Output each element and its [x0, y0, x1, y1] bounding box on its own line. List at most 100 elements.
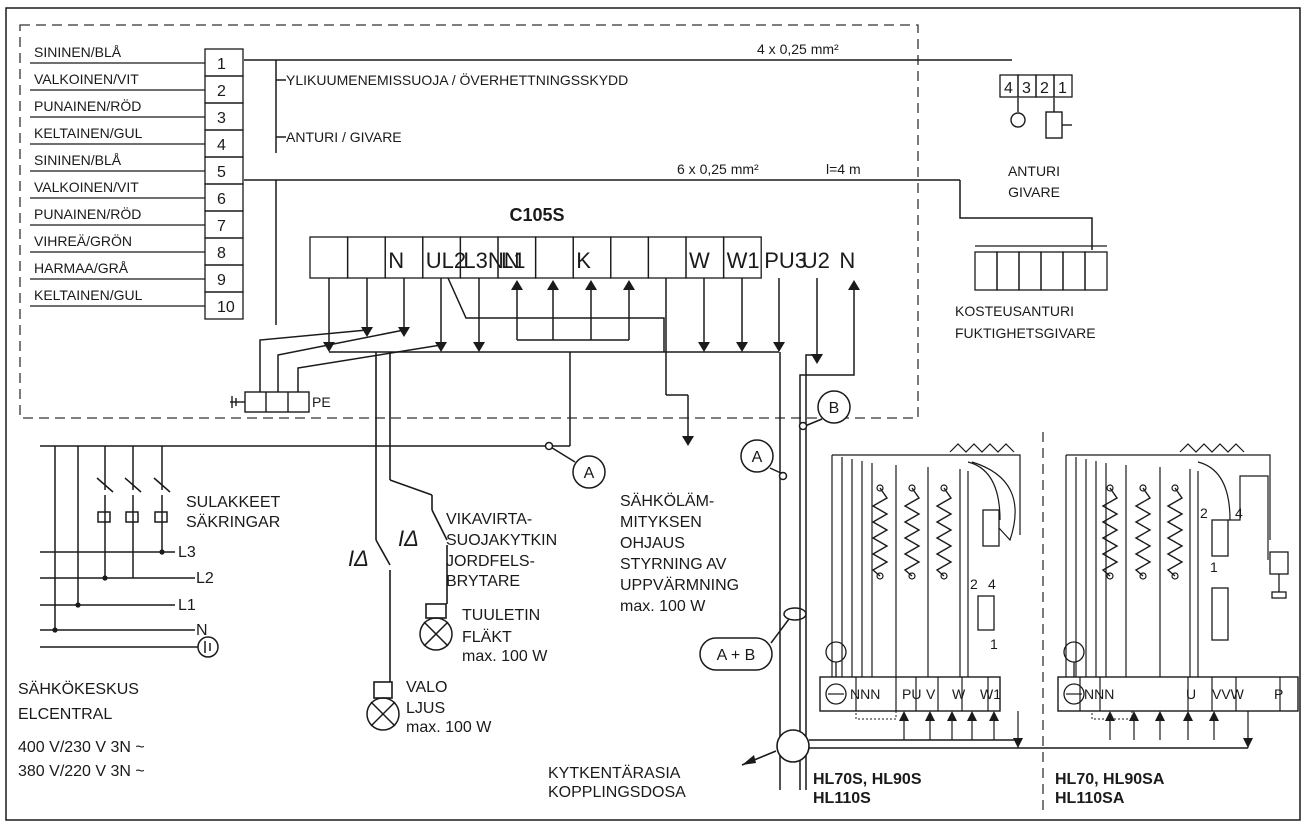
heater-terminal: PU — [902, 686, 921, 702]
arrow-up — [623, 280, 635, 290]
arrow-up — [547, 280, 559, 290]
heater-terminal: V — [926, 686, 936, 702]
controller-terminal: N — [839, 248, 855, 273]
heating-label-5: UPPVÄRMNING — [620, 576, 739, 594]
main-supply — [40, 352, 571, 658]
thermo-2-pin-2: 2 — [1200, 505, 1208, 521]
voltage-label-1: 400 V/230 V 3N ~ — [18, 739, 145, 756]
arrow-down — [773, 342, 785, 352]
rcd-label-2: SUOJAKYTKIN — [446, 532, 557, 549]
fuses-label-1: SULAKKEET — [186, 494, 280, 511]
arrow-down — [361, 327, 373, 337]
voltage-label-2: 380 V/220 V 3N ~ — [18, 763, 145, 780]
thermo-1-pin-4: 4 — [988, 576, 996, 592]
wire-number: 7 — [217, 218, 226, 235]
sensor-caption-1: ANTURI — [1008, 163, 1060, 179]
junction-box — [741, 729, 1248, 766]
markers — [544, 390, 851, 671]
humidity-label-2: FUKTIGHETSGIVARE — [955, 325, 1096, 341]
controller-title: C105S — [509, 205, 564, 225]
thermo-1-pin-2: 2 — [970, 576, 978, 592]
heating-label-2: MITYKSEN — [620, 514, 702, 531]
controller-terminal: PU3 — [764, 248, 807, 273]
jb-label-1: KYTKENTÄRASIA — [548, 764, 681, 782]
controller-terminal: N — [388, 248, 404, 273]
wire-row: VIHREÄ/GRÖN 8 — [30, 232, 244, 266]
marker-b: B — [829, 400, 840, 417]
sensor-pin: 2 — [1040, 80, 1049, 97]
wire-number: 1 — [217, 56, 226, 73]
heater1-name-1: HL70S, HL90S — [813, 771, 922, 788]
controller-terminal: L3NN — [463, 248, 519, 273]
controller-terminal: K — [576, 248, 591, 273]
wire-color-label: KELTAINEN/GUL — [34, 125, 143, 141]
heating-label-1: SÄHKÖLÄM- — [620, 492, 714, 510]
arrow-down — [435, 342, 447, 352]
jb-label-2: KOPPLINGSDOSA — [548, 784, 686, 801]
arrow-down — [323, 342, 335, 352]
phase-n: N — [196, 622, 208, 639]
wire-number: 3 — [217, 110, 226, 127]
wire-color-label: SININEN/BLÅ — [34, 152, 122, 168]
phase-l2: L2 — [196, 570, 214, 587]
light-label-3: max. 100 W — [406, 719, 492, 736]
heater-terminal: W — [952, 686, 966, 702]
arrow-up — [511, 280, 523, 290]
central-label-1: SÄHKÖKESKUS — [18, 680, 139, 698]
arrow-down — [398, 327, 410, 337]
cable-mid: 6 x 0,25 mm² — [677, 161, 759, 177]
heater1-name-2: HL110S — [813, 790, 871, 807]
heater-terminal: NNN — [1084, 686, 1114, 702]
sensor-pin: 3 — [1022, 80, 1031, 97]
marker-ab: A + B — [717, 647, 756, 664]
rcd-symbol-2: IΔ — [398, 526, 419, 551]
sensor-label: ANTURI / GIVARE — [286, 129, 402, 145]
wire-row: KELTAINEN/GUL 10 — [30, 287, 244, 320]
fan-label-1: TUULETIN — [462, 607, 540, 624]
arrow-down — [682, 436, 694, 446]
controller-terminal: U2 — [802, 248, 830, 273]
thermo-2-pin-1: 1 — [1210, 559, 1218, 575]
humidity-label-1: KOSTEUSANTURI — [955, 303, 1074, 319]
heater2-name-2: HL110SA — [1055, 790, 1125, 807]
pe-label: PE — [312, 394, 331, 410]
arrow-down — [811, 354, 823, 364]
heater-terminal: NNN — [850, 686, 880, 702]
arrow-markers — [323, 280, 860, 765]
fan-label-2: FLÄKT — [462, 628, 512, 646]
wire-number: 6 — [217, 191, 226, 208]
outer-frame — [5, 7, 1301, 821]
light-label-2: LJUS — [406, 700, 445, 717]
heating-label-4: STYRNING AV — [620, 556, 727, 573]
supply-dots — [52, 549, 165, 633]
rcd-symbol-1: IΔ — [348, 546, 369, 571]
wire-color-label: KELTAINEN/GUL — [34, 287, 143, 303]
cable-length: l=4 m — [826, 161, 861, 177]
rcd-label-3: JORDFELS- — [446, 553, 535, 570]
humidity-sensor-block — [974, 245, 1108, 291]
thermo-1-pin-1: 1 — [990, 636, 998, 652]
thermo-2-pin-4: 4 — [1235, 505, 1243, 521]
wire-color-label: VIHREÄ/GRÖN — [34, 232, 132, 249]
wire-number: 8 — [217, 245, 226, 262]
pe-block — [230, 391, 310, 413]
controller-terminal: W — [689, 248, 710, 273]
overheat-label: YLIKUUMENEMISSUOJA / ÖVERHETTNINGSSKYDD — [286, 71, 628, 88]
arrow-up — [848, 280, 860, 290]
fan-label-3: max. 100 W — [462, 648, 548, 665]
light-label-1: VALO — [406, 679, 448, 696]
wire-number: 10 — [217, 299, 235, 316]
controller-terminal: L1 — [501, 248, 525, 273]
heater-terminal: P — [1274, 686, 1283, 702]
wire-color-label: HARMAA/GRÅ — [34, 260, 129, 276]
wire-color-label: SININEN/BLÅ — [34, 44, 122, 60]
